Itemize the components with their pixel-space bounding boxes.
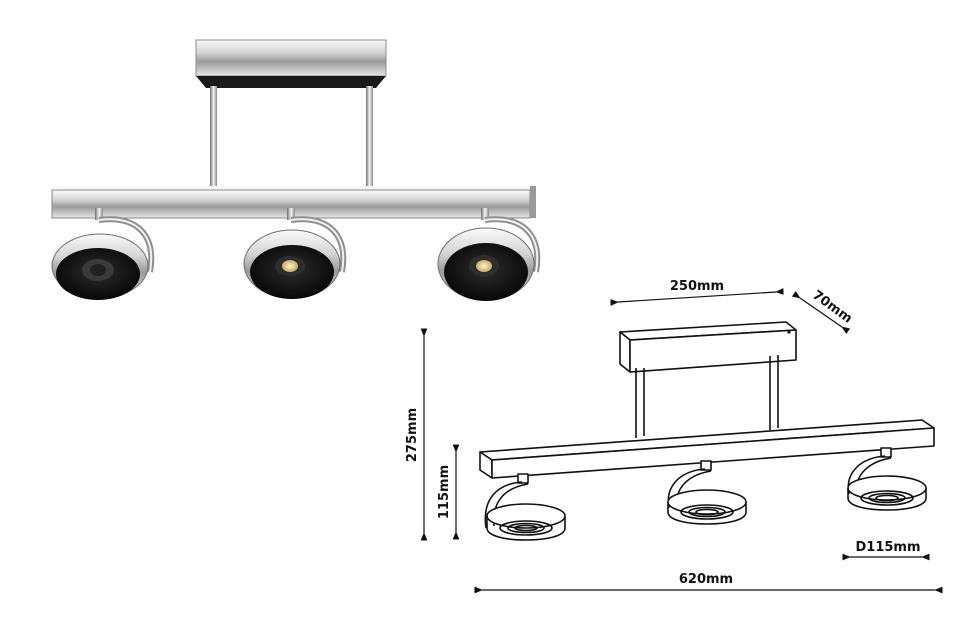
photo-spotlight-1 <box>51 208 155 300</box>
drawing-bar <box>479 419 935 479</box>
dimension-label-head-diameter: D115mm <box>855 540 920 555</box>
photo-spotlight-3 <box>437 208 541 301</box>
drawing-spotlight-1 <box>484 473 566 541</box>
product-photo <box>51 39 541 301</box>
photo-canopy <box>195 39 387 88</box>
dimension-canopy-depth: 70mm <box>791 288 855 335</box>
dimension-label-bar-length: 620mm <box>679 572 733 587</box>
dimension-label-total-height: 275mm <box>405 408 420 462</box>
photo-bar <box>51 186 536 219</box>
photo-suspension-rods <box>210 86 373 186</box>
line-drawing <box>479 321 935 541</box>
dimension-label-head-height: 115mm <box>437 465 452 519</box>
dimension-bar-length: 620mm <box>474 572 943 594</box>
dimension-total-height: 275mm <box>405 328 428 541</box>
dimension-label-canopy-length: 250mm <box>670 279 724 294</box>
drawing-spotlight-3 <box>847 447 927 511</box>
photo-spotlight-2 <box>243 208 347 299</box>
dimension-head-height: 115mm <box>437 444 460 540</box>
dimension-canopy-length: 250mm <box>610 279 784 306</box>
drawing-canopy <box>619 321 797 373</box>
drawing-suspension-rods <box>635 355 779 438</box>
drawing-spotlight-2 <box>667 460 747 525</box>
dimension-head-diameter: D115mm <box>842 540 930 561</box>
